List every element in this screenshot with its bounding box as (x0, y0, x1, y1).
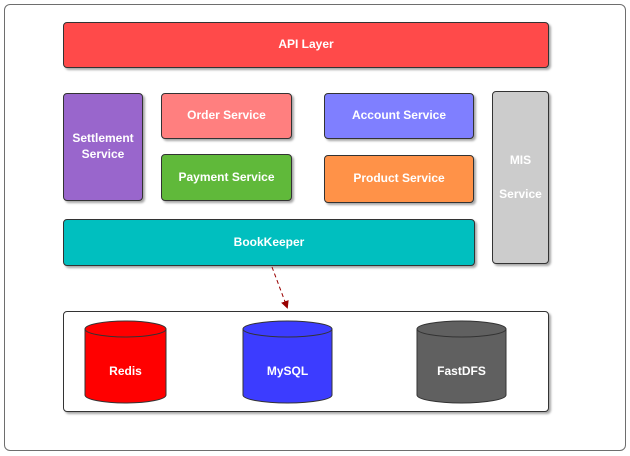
mis-service-label-line2: Service (499, 186, 542, 201)
mysql-database-icon: MySQL (242, 320, 333, 404)
mis-service-label-line1: MIS (509, 152, 532, 167)
product-service-label: Product Service (353, 171, 445, 186)
fastdfs-storage-icon: FastDFS (416, 320, 507, 404)
api-layer-box: API Layer (63, 22, 549, 68)
settlement-service-label-line1: Settlement (72, 131, 134, 146)
fastdfs-cylinder-shape (416, 320, 507, 404)
account-service-label: Account Service (351, 108, 447, 123)
mis-service-box: MIS Service (492, 91, 549, 264)
account-service-box: Account Service (324, 93, 474, 139)
settlement-service-label-line2: Service (81, 147, 125, 161)
fastdfs-label: FastDFS (437, 364, 486, 378)
mysql-cylinder-shape (242, 320, 333, 404)
order-service-box: Order Service (161, 93, 292, 139)
api-layer-label: API Layer (278, 37, 334, 52)
redis-cylinder-shape (84, 320, 167, 404)
product-service-box: Product Service (324, 155, 474, 203)
redis-database-icon: Redis (84, 320, 167, 404)
settlement-service-box: Settlement Service (63, 93, 143, 201)
order-service-label: Order Service (187, 108, 266, 123)
redis-label: Redis (109, 364, 142, 378)
bookkeeper-label: BookKeeper (233, 234, 305, 249)
payment-service-box: Payment Service (161, 154, 292, 201)
dashed-arrow-line (271, 266, 289, 309)
mysql-label: MySQL (266, 364, 309, 378)
payment-service-label: Payment Service (178, 169, 275, 184)
bookkeeper-box: BookKeeper (63, 219, 475, 266)
